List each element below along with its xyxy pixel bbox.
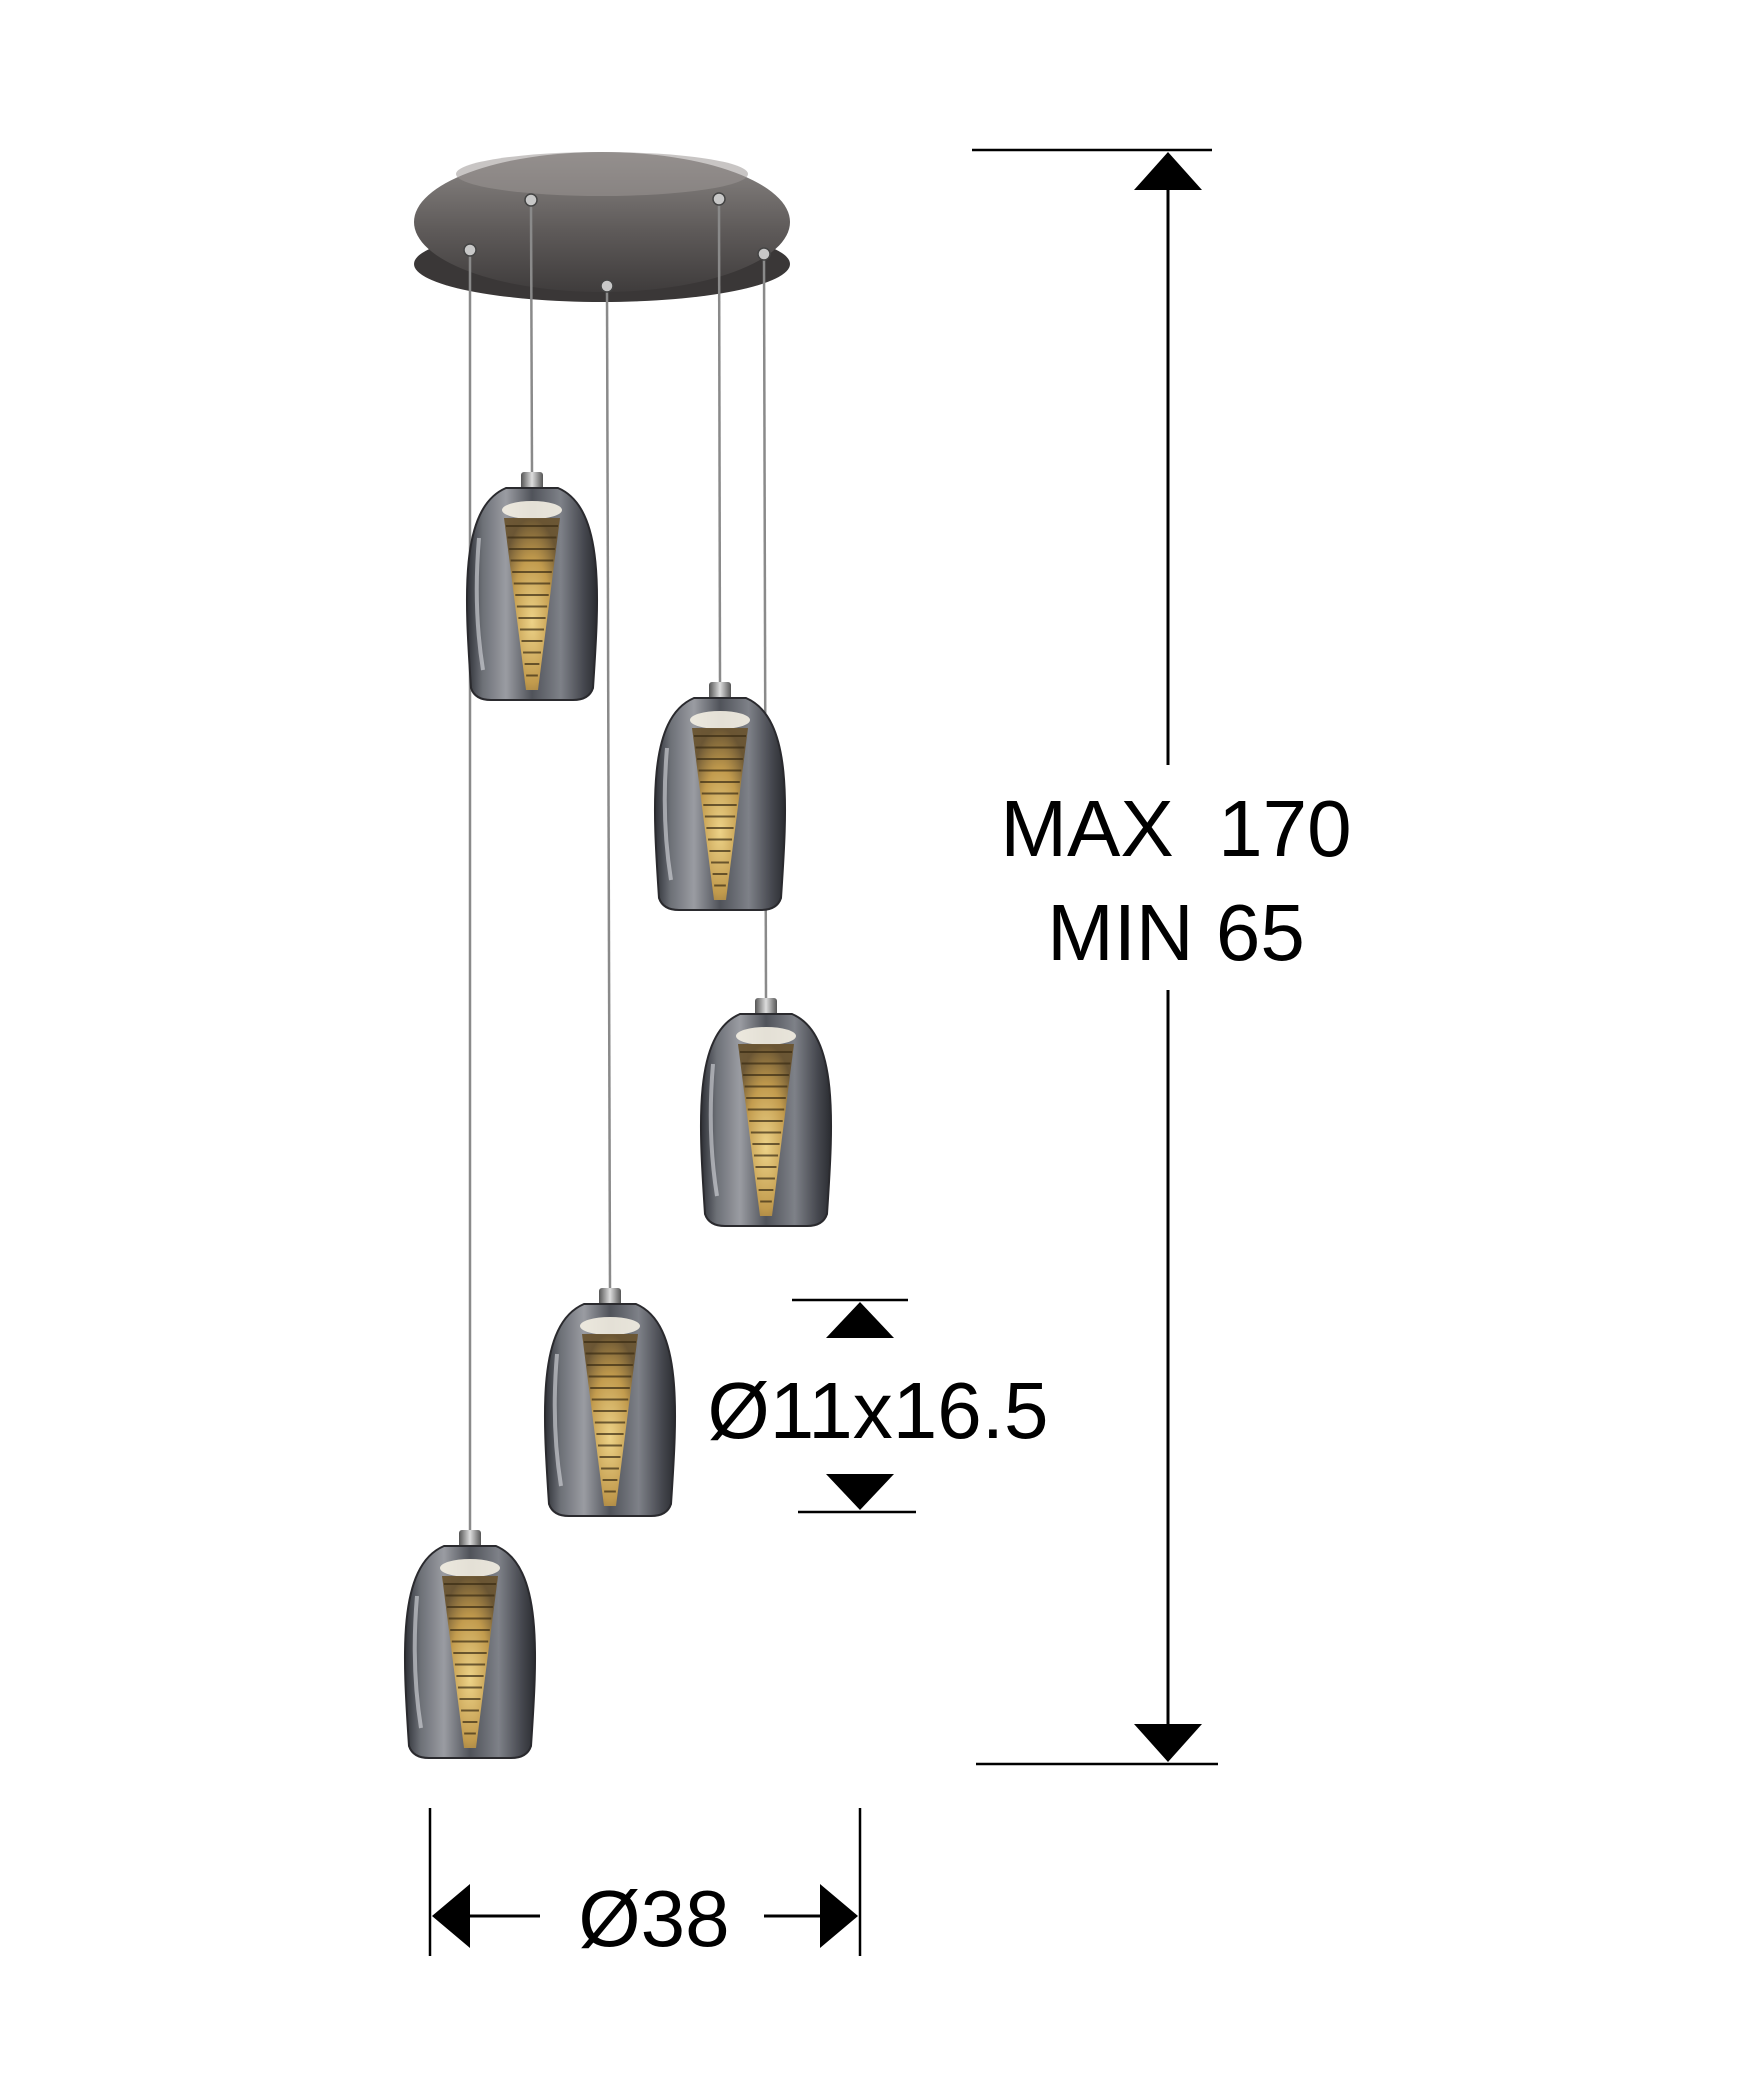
shade-cap (599, 1288, 621, 1306)
pendant-shade (465, 472, 599, 701)
cable-anchor (712, 192, 726, 206)
shade-cap (755, 998, 777, 1016)
shade-size-label: Ø11x16.5 (708, 1366, 1049, 1455)
glass-highlight (552, 1353, 563, 1487)
height-arrow-down-icon (1134, 1724, 1202, 1762)
pendant-shade (403, 1530, 537, 1759)
led-disc (690, 711, 750, 729)
glass-highlight (412, 1595, 423, 1729)
ceiling-canopy (414, 152, 790, 302)
led-disc (580, 1317, 640, 1335)
cable-anchor (600, 279, 614, 293)
cable-anchor (757, 247, 771, 261)
cable-anchor (463, 243, 477, 257)
glass-highlight (708, 1063, 719, 1197)
suspension-cable (717, 202, 722, 685)
led-disc (440, 1559, 500, 1577)
pendant-shade (699, 998, 833, 1227)
shade-cap (521, 472, 543, 490)
led-disc (502, 501, 562, 519)
suspension-cable (529, 203, 534, 475)
diameter-arrow-right-icon (820, 1884, 858, 1948)
diameter-arrow-left-icon (432, 1884, 470, 1948)
shade-dimension: Ø11x16.5 (708, 1298, 1049, 1514)
shade-arrow-down-icon (826, 1474, 894, 1510)
shade-cap (459, 1530, 481, 1548)
height-max-label: MAX 170 (1000, 784, 1351, 873)
diameter-label: Ø38 (578, 1874, 729, 1963)
pendant-shades (403, 472, 833, 1759)
glass-highlight (662, 747, 673, 881)
led-disc (736, 1027, 796, 1045)
pendant-shade (543, 1288, 677, 1517)
pendant-shade (653, 682, 787, 911)
diameter-dimension: Ø38 (428, 1808, 862, 1963)
shade-cap (709, 682, 731, 700)
height-dimension: MAX 170 MIN 65 (972, 148, 1352, 1766)
height-arrow-up-icon (1134, 152, 1202, 190)
glass-highlight (474, 537, 485, 671)
cable-anchor (524, 193, 538, 207)
shade-arrow-up-icon (826, 1302, 894, 1338)
suspension-cable (605, 289, 612, 1291)
height-min-label: MIN 65 (1047, 888, 1305, 977)
